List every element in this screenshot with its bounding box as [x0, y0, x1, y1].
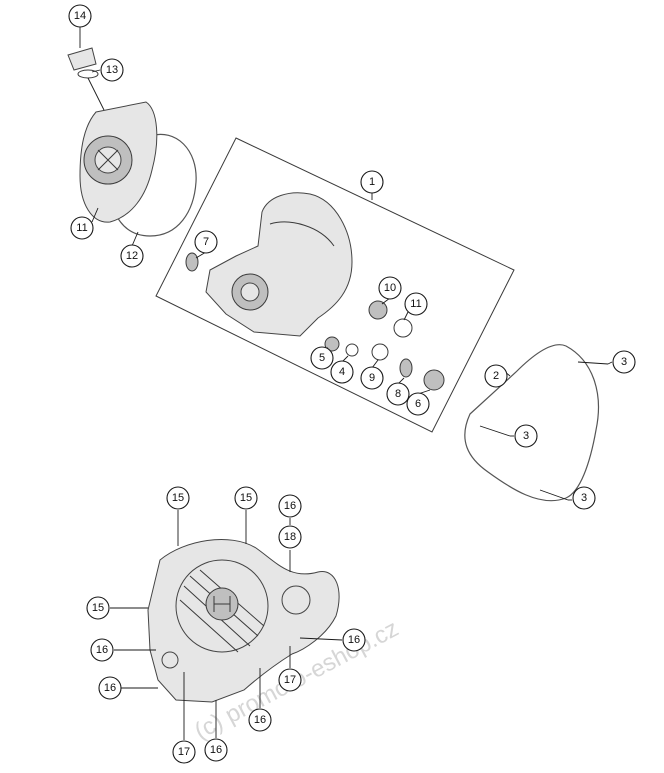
callout-label: 15 — [172, 492, 184, 504]
callout-label: 7 — [203, 236, 209, 248]
callout-12: 12 — [120, 244, 144, 268]
brand-emblem-mark — [213, 596, 231, 612]
filler-cap — [67, 47, 97, 71]
callout-label: 3 — [581, 492, 587, 504]
callout-label: 8 — [395, 388, 401, 400]
callout-label: 15 — [92, 602, 104, 614]
callout-16a: 16 — [278, 494, 302, 518]
assembled-cover-group — [147, 538, 340, 703]
water-pump-cover — [281, 585, 311, 615]
callout-label: 5 — [319, 352, 325, 364]
callout-9: 10 — [378, 276, 402, 300]
callout-16b: 16 — [90, 638, 114, 662]
clutch-cover-kit-frame — [155, 137, 515, 433]
callout-label: 17 — [178, 746, 190, 758]
callout-14: 14 — [68, 4, 92, 28]
outer-clutch-cover-group — [67, 47, 197, 237]
callout-16c: 16 — [342, 628, 366, 652]
callout-label: 13 — [106, 64, 118, 76]
callout-3a: 3 — [612, 350, 636, 374]
callout-label: 16 — [96, 644, 108, 656]
callout-label: 4 — [339, 366, 345, 378]
screw-3b — [479, 425, 511, 437]
cover-rib — [269, 221, 335, 247]
callout-16f: 16 — [204, 738, 228, 762]
callout-10: 11 — [404, 292, 428, 316]
callout-label: 6 — [415, 398, 421, 410]
callout-1: 1 — [360, 170, 384, 194]
callout-label: 15 — [240, 492, 252, 504]
clutch-cover-gasket — [464, 344, 600, 502]
callout-label: 9 — [369, 372, 375, 384]
callout-3b: 3 — [514, 424, 538, 448]
callout-label: 11 — [76, 222, 87, 234]
callout-17b: 17 — [172, 740, 196, 764]
water-pump-impeller-bore — [240, 282, 260, 302]
callout-label: 16 — [284, 500, 296, 512]
callout-label: 2 — [493, 370, 499, 382]
bearing-6 — [423, 369, 445, 391]
callout-2: 2 — [484, 364, 508, 388]
callout-label: 3 — [523, 430, 529, 442]
callout-8: 9 — [360, 366, 384, 390]
callout-11: 11 — [70, 216, 94, 240]
callout-7a: 7 — [194, 230, 218, 254]
callout-label: 12 — [126, 250, 138, 262]
bearing-5 — [324, 336, 340, 352]
callout-label: 1 — [369, 176, 375, 188]
callout-15c: 15 — [86, 596, 110, 620]
callout-15a: 15 — [166, 486, 190, 510]
seal-7a — [185, 252, 199, 272]
callout-13: 13 — [100, 58, 124, 82]
inner-gasket-group — [464, 344, 609, 502]
circlip-4 — [345, 343, 359, 357]
callout-label: 10 — [384, 282, 396, 294]
callout-18: 18 — [278, 525, 302, 549]
seal-7b — [399, 358, 413, 378]
callout-4: 4 — [330, 360, 354, 384]
clutch-cover-group — [155, 137, 515, 433]
callout-5: 5 — [310, 346, 334, 370]
callout-6: 6 — [406, 392, 430, 416]
callout-label: 17 — [284, 674, 296, 686]
callout-label: 16 — [104, 682, 116, 694]
screw-3c — [539, 489, 569, 501]
circlip-8 — [371, 343, 389, 361]
callout-label: 14 — [74, 10, 86, 22]
cap-axis-line — [87, 77, 105, 111]
callout-label: 16 — [210, 744, 222, 756]
callout-label: 3 — [621, 356, 627, 368]
callout-label: 16 — [254, 714, 266, 726]
callout-16d: 16 — [98, 676, 122, 700]
callout-label: 16 — [348, 634, 360, 646]
callout-17a: 17 — [278, 668, 302, 692]
callout-label: 11 — [410, 298, 421, 310]
shaft-seal-9 — [368, 300, 388, 320]
screw-3a — [577, 361, 609, 365]
clutch-cover — [205, 192, 353, 337]
oil-window — [161, 651, 179, 669]
callout-3c: 3 — [572, 486, 596, 510]
callout-15b: 15 — [234, 486, 258, 510]
outer-cover-cross — [97, 149, 119, 171]
callout-label: 18 — [284, 531, 296, 543]
circlip-10 — [393, 318, 413, 338]
callout-16e: 16 — [248, 708, 272, 732]
callout-7b: 8 — [386, 382, 410, 406]
